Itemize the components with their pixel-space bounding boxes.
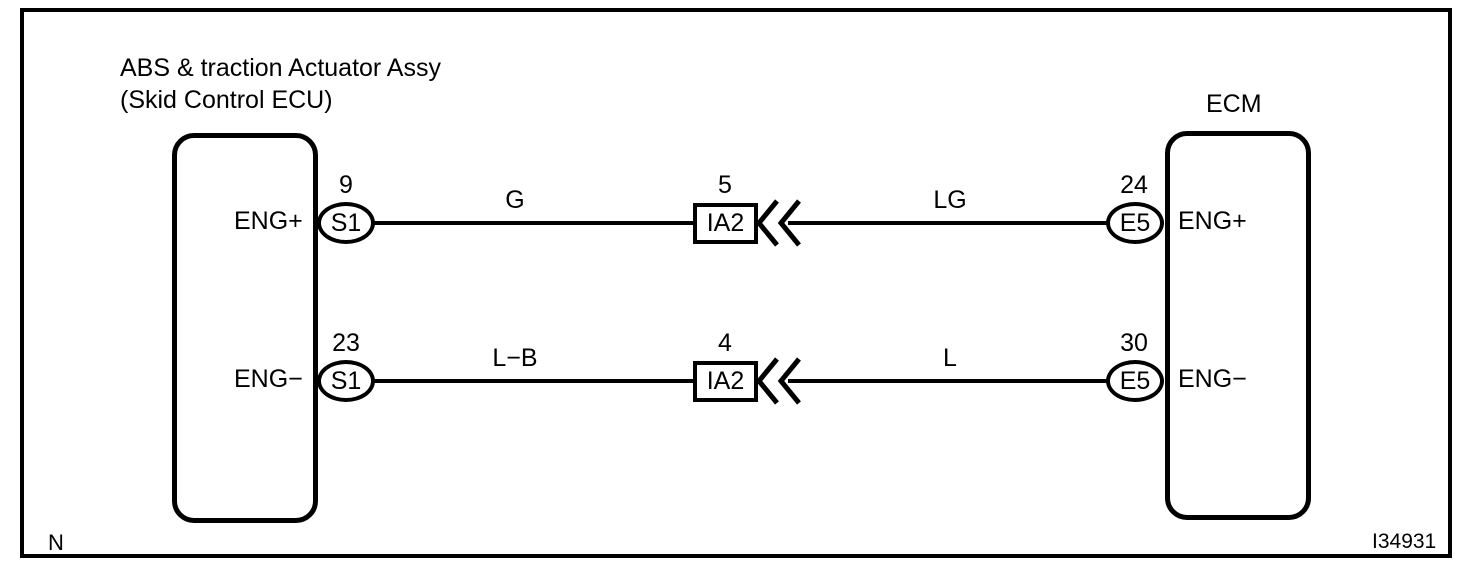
left-unit-box — [172, 133, 318, 523]
junction-pin-number-eng-plus: 5 — [718, 171, 732, 199]
chevron-left-double-icon-eng-minus — [755, 357, 801, 405]
junction-connector-eng-minus: IA2 — [693, 361, 758, 402]
revision-note: N — [48, 530, 64, 555]
wire-color-left-eng-plus: G — [505, 186, 525, 214]
left-terminal-label-eng-plus: ENG+ — [234, 207, 303, 235]
wire-color-right-eng-minus: L — [943, 344, 957, 372]
left-connector-eng-plus: S1 — [317, 202, 375, 244]
diagram-border-frame — [20, 8, 1452, 558]
left-unit-caption-line1: ABS & traction Actuator Assy — [120, 54, 441, 82]
left-pin-number-eng-plus: 9 — [339, 171, 353, 199]
right-connector-eng-minus: E5 — [1106, 360, 1164, 402]
right-pin-number-eng-plus: 24 — [1120, 171, 1148, 199]
wire-left-eng-plus — [372, 221, 694, 225]
wire-right-eng-minus — [788, 379, 1113, 383]
junction-pin-number-eng-minus: 4 — [718, 329, 732, 357]
chevron-left-double-icon-eng-plus — [755, 199, 801, 247]
left-terminal-label-eng-minus: ENG− — [234, 365, 303, 393]
left-unit-caption: ABS & traction Actuator Assy (Skid Contr… — [120, 52, 441, 116]
wire-right-eng-plus — [788, 221, 1113, 225]
right-connector-eng-plus: E5 — [1106, 202, 1164, 244]
right-pin-number-eng-minus: 30 — [1120, 329, 1148, 357]
reference-code: I34931 — [1372, 530, 1437, 553]
wire-color-right-eng-plus: LG — [933, 186, 967, 214]
left-connector-eng-minus: S1 — [317, 360, 375, 402]
wire-color-left-eng-minus: L−B — [492, 344, 538, 372]
left-pin-number-eng-minus: 23 — [332, 329, 360, 357]
right-terminal-label-eng-plus: ENG+ — [1178, 207, 1247, 235]
wire-left-eng-minus — [372, 379, 694, 383]
junction-connector-eng-plus: IA2 — [693, 203, 758, 244]
right-unit-box — [1165, 131, 1311, 520]
left-unit-caption-line2: (Skid Control ECU) — [120, 86, 333, 114]
right-terminal-label-eng-minus: ENG− — [1178, 365, 1247, 393]
right-unit-caption: ECM — [1206, 90, 1262, 118]
